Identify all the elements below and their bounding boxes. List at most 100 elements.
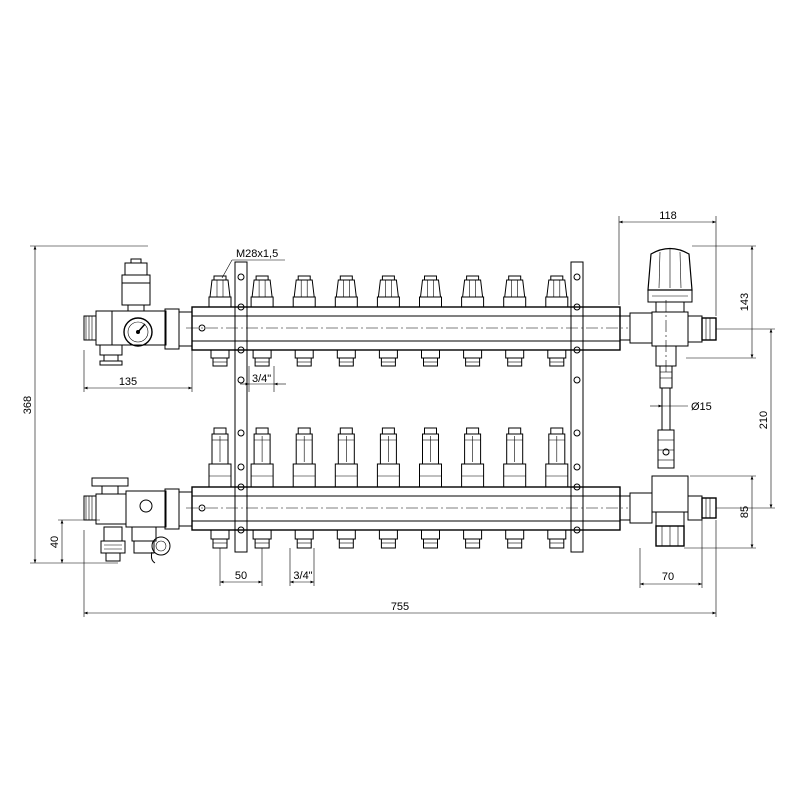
return-outlet-fitting (378, 529, 398, 549)
bracket-right-screw (573, 273, 581, 281)
return-outlet-fitting (252, 529, 272, 549)
supply-outlet-fitting (252, 349, 272, 367)
thread-leader (221, 259, 233, 279)
bracket-right-screw (573, 429, 581, 437)
thermostatic-head-icon (647, 247, 693, 291)
bracket-right-screw (573, 303, 581, 311)
valve-cap-icon (376, 275, 400, 308)
dim-40-label: 40 (49, 536, 61, 548)
right-bottom-outlet (701, 497, 717, 519)
supply-outlet-fitting (547, 349, 567, 367)
valve-cap-icon (419, 275, 442, 308)
bracket-right-screw (573, 483, 581, 491)
supply-tee-body (111, 310, 167, 346)
dim-118-label: 118 (659, 210, 677, 222)
bracket-left-body (234, 261, 248, 553)
supply-bar-hole (198, 324, 206, 332)
drain-valve-right-nut (133, 540, 155, 554)
return-bar (191, 486, 621, 531)
valve-cap-icon (292, 275, 316, 308)
right-bottom-union (629, 492, 653, 524)
air-vent-body (121, 274, 151, 306)
bracket-left-screw (237, 303, 245, 311)
bracket-left-screw (237, 429, 245, 437)
drain-cap-inner (155, 540, 167, 552)
flow-meter-icon (503, 427, 527, 488)
flow-meter-icon (545, 427, 569, 488)
return-ball-valve-body (95, 493, 127, 525)
right-top-union (629, 312, 653, 344)
return-outlet-fitting (294, 529, 314, 549)
return-outlet-fitting (547, 529, 567, 549)
bracket-left-screw (237, 346, 245, 354)
bracket-right (570, 261, 584, 553)
bracket-left-screw (237, 526, 245, 534)
drain-valve-right-body (131, 526, 157, 542)
return-valve-lever (91, 477, 129, 487)
bypass-valve-screw (662, 448, 670, 456)
dim-34-top-label: 3/4" (252, 373, 271, 385)
bypass-valve-body (657, 429, 675, 469)
dimension-labels: M28x1,5 135 3/4" 368 40 50 3/4" 755 118 … (22, 210, 770, 613)
bracket-left-screw (237, 483, 245, 491)
dim-135-label: 135 (119, 376, 137, 388)
flow-meter-icon (292, 427, 316, 488)
pressure-gauge-dial (127, 321, 149, 343)
supply-ball-valve-body (95, 310, 113, 346)
right-bottom-tee (651, 475, 689, 513)
pressure-gauge-pivot (136, 330, 140, 334)
flow-meter-row (208, 427, 569, 488)
valve-cap-icon (545, 275, 569, 308)
valve-cap-icon (503, 275, 527, 308)
valve-cap-icon (461, 275, 485, 308)
right-mixing-assembly (629, 247, 717, 547)
bracket-left (234, 261, 248, 553)
bracket-right-body (570, 261, 584, 553)
flow-meter-icon (250, 427, 274, 488)
flow-meter-icon (461, 427, 485, 488)
dimension-lines (30, 216, 775, 617)
supply-left-assembly (83, 258, 167, 366)
return-outlet-fitting (336, 529, 356, 549)
thermo-head-rib (679, 251, 682, 289)
supply-outlet-fitting (505, 349, 525, 367)
bracket-right-screw (573, 526, 581, 534)
return-left-assembly (83, 477, 171, 564)
flow-meter-icon (376, 427, 400, 488)
supply-outlet-fitting (336, 349, 356, 367)
dim-755-label: 755 (391, 601, 409, 613)
supply-left-union (178, 311, 193, 347)
bracket-right-screw (573, 463, 581, 471)
dim-phi15-label: Ø15 (691, 401, 712, 413)
return-valve-stem (101, 485, 119, 495)
bracket-right-screw (573, 346, 581, 354)
right-top-tee (651, 311, 689, 347)
flow-meter-icon (334, 427, 358, 488)
return-outlet-fitting (463, 529, 483, 549)
drain-cap-chain (150, 551, 156, 564)
supply-bar (191, 306, 621, 351)
air-vent-knob (130, 258, 142, 264)
air-vent-cap (124, 262, 148, 276)
thermo-head-rib (658, 251, 661, 289)
flow-meter-icon (419, 427, 442, 488)
supply-inlet-thread (83, 315, 97, 341)
mounting-brackets (234, 261, 584, 553)
drain-valve-left-outlet (105, 552, 121, 562)
bracket-left-screw (237, 273, 245, 281)
supply-left-nut (164, 308, 180, 350)
supply-manifold (164, 275, 631, 367)
return-outlet-fitting (505, 529, 525, 549)
valve-cap-icon (208, 275, 232, 308)
dim-85-label: 85 (739, 506, 751, 518)
supply-valve-handle (99, 345, 123, 356)
return-left-nut (164, 488, 180, 530)
bypass-pipe (661, 387, 671, 431)
pressure-gauge-icon (123, 317, 153, 347)
return-manifold (164, 427, 631, 549)
dim-143-label: 143 (739, 293, 751, 311)
supply-outlet-fitting (210, 349, 230, 367)
supply-outlet-fitting (463, 349, 483, 367)
return-outlet-fitting (421, 529, 440, 549)
air-vent-stem (127, 304, 145, 312)
